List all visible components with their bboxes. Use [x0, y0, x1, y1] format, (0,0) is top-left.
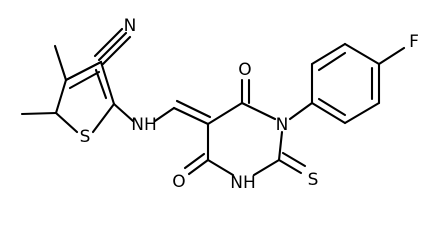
bond-c5-c6	[206, 101, 244, 126]
bond-ph-inner-1	[317, 51, 347, 72]
bond-ph-5	[343, 101, 381, 125]
bond-c2-s-1	[277, 158, 303, 175]
bond-c5-s	[54, 111, 79, 134]
bond-nitrile-triple-1	[97, 31, 128, 62]
bond-nitrile-triple-3	[93, 27, 124, 58]
bond-c4-o-1	[187, 158, 210, 176]
bond-nitrile-triple-2	[101, 35, 132, 66]
bonds	[20, 27, 406, 177]
atom-label-bottom-o: O	[172, 172, 185, 192]
bond-s-c2	[91, 102, 116, 134]
bond-c4-c3-inner	[68, 70, 101, 90]
bond-c4-c5	[54, 78, 68, 115]
bond-n3-c4	[206, 158, 235, 177]
bond-ph-3	[343, 42, 381, 66]
atom-label-fluorine: F	[409, 32, 419, 52]
atom-label-nitrile-n: N	[124, 16, 137, 36]
bond-c3-c2	[99, 60, 116, 106]
bond-ph-2	[310, 42, 347, 66]
atom-label-ring-nh: NH	[230, 173, 256, 193]
atom-labels: N S NH O O N NH S F	[80, 16, 419, 193]
bond-c4-o-2	[183, 152, 206, 170]
bond-c2-c3-inner	[94, 68, 108, 100]
atom-label-top-o: O	[238, 60, 251, 80]
bond-nh-ch	[153, 106, 176, 123]
bond-ph-6	[310, 101, 347, 125]
bond-c5-methyl	[20, 111, 58, 116]
chemical-structure: N S NH O O N NH S F	[20, 16, 419, 193]
bond-n1-ph	[288, 101, 314, 121]
bond-c4-methyl	[53, 44, 68, 82]
bond-n1-c2	[277, 130, 284, 162]
atom-label-thione-s: S	[308, 170, 319, 190]
bond-ph-inner-3	[317, 97, 347, 117]
atom-label-thiophene-s: S	[80, 127, 91, 147]
bond-c2-s-2	[281, 151, 307, 168]
bond-c2-nh	[112, 102, 135, 123]
atom-label-amine-nh: NH	[131, 115, 157, 135]
bond-c6-n1	[240, 101, 277, 121]
bond-c2-n3	[252, 158, 281, 177]
atom-label-ring-n: N	[276, 115, 289, 135]
bond-ph-f	[377, 46, 406, 66]
bond-ch-c5-double-2	[175, 99, 212, 119]
bond-c3-c4	[64, 60, 103, 82]
bond-ch-c5-double-1	[172, 106, 210, 126]
